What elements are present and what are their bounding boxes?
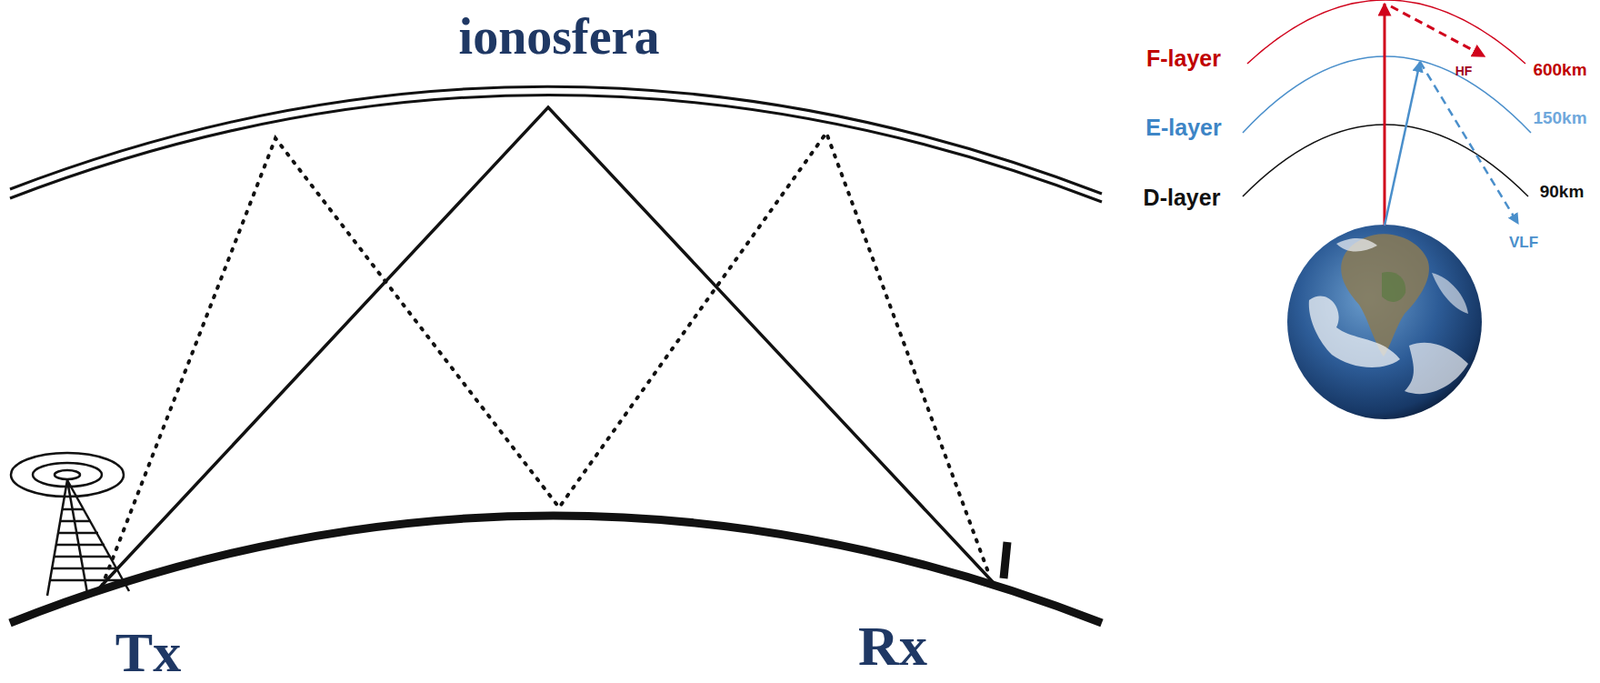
cloud xyxy=(1431,272,1469,314)
layer-name: E-layer xyxy=(1145,116,1221,140)
vlf-ray xyxy=(1384,61,1420,226)
earth-globe xyxy=(1287,224,1482,420)
vlf-reflected-ray xyxy=(1420,61,1519,224)
tower-leg xyxy=(67,480,88,593)
cloud xyxy=(1309,295,1400,368)
layer-height: 600km xyxy=(1532,60,1587,79)
earth-disc xyxy=(1287,224,1482,420)
antenna-ring xyxy=(10,452,124,497)
wave-label: HF xyxy=(1455,64,1473,78)
tower-hatch xyxy=(50,579,124,582)
tower-hatch xyxy=(52,567,118,570)
f-layer-arc xyxy=(1247,0,1526,64)
transmitter-tower xyxy=(10,452,130,596)
receiver-label: Rx xyxy=(858,617,928,674)
layer-name: D-layer xyxy=(1143,186,1221,210)
ionosphere-line xyxy=(10,86,1102,194)
tower-leg xyxy=(47,480,68,596)
cloud xyxy=(1336,238,1378,251)
cloud xyxy=(1404,342,1469,394)
tower-hatch xyxy=(58,531,99,535)
single-hop-ray xyxy=(97,107,995,590)
receiver-antenna xyxy=(1003,541,1008,579)
layer-height: 150km xyxy=(1532,109,1587,127)
earth-surface xyxy=(10,515,1102,623)
tower-hatch xyxy=(54,555,111,559)
hf-ray xyxy=(1383,3,1387,226)
layer-name: F-layer xyxy=(1146,47,1221,70)
layer-height: 90km xyxy=(1540,182,1585,200)
e-layer-arc xyxy=(1242,56,1531,133)
double-hop-ray xyxy=(101,132,989,587)
region-label: ionosfera xyxy=(459,10,660,62)
ionosphere-line xyxy=(10,94,1102,202)
tower-hatch xyxy=(61,508,84,511)
tower-hatch xyxy=(56,543,105,547)
transmitter-label: Tx xyxy=(115,623,181,680)
hf-reflected-ray xyxy=(1390,6,1485,57)
antenna-ring xyxy=(54,470,80,480)
wave-label: VLF xyxy=(1509,234,1539,250)
tower-hatch xyxy=(60,520,91,523)
continent xyxy=(1381,271,1406,302)
